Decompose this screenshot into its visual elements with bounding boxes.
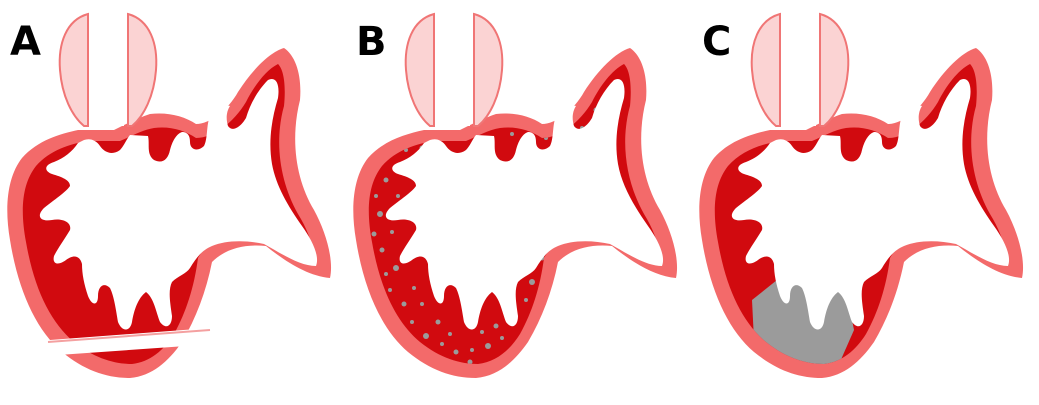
heart-a [0,0,346,405]
panel-label-a: A [10,22,41,62]
valve-leaflets-b [406,14,503,126]
valve-leaflets-c [752,14,849,126]
panel-c: C [692,0,1038,405]
panel-a: A [0,0,346,405]
panel-b: B [346,0,692,405]
panel-label-b: B [356,22,387,62]
panel-label-c: C [702,22,731,62]
valve-leaflets-a [60,14,157,126]
heart-b [346,0,692,405]
heart-c [692,0,1038,405]
